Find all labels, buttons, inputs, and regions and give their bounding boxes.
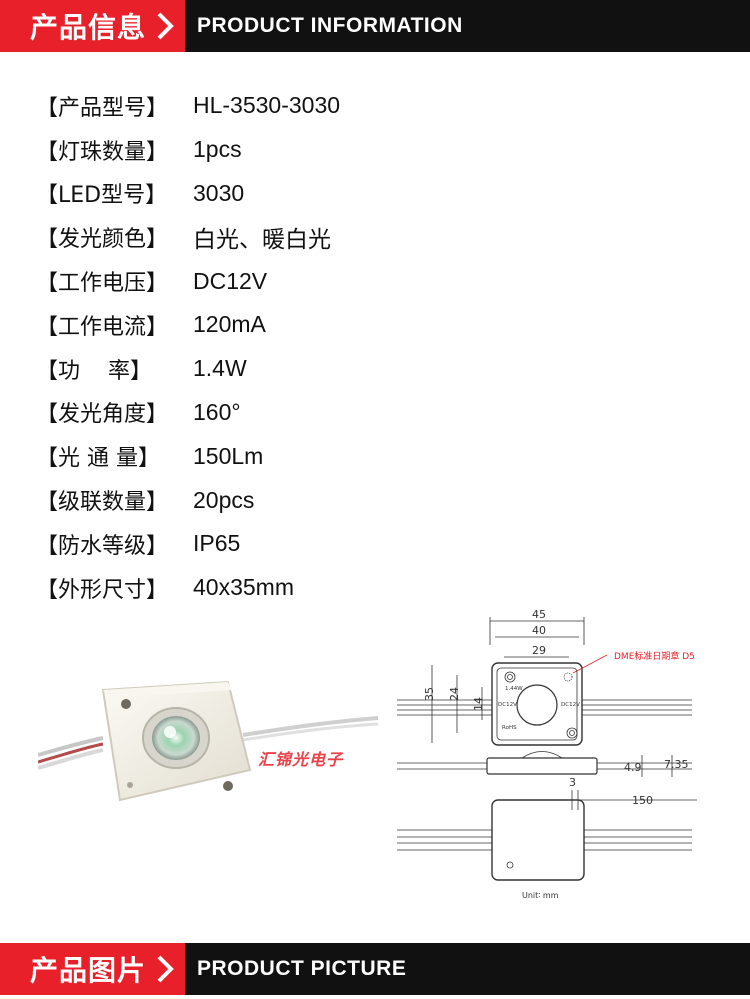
dim-14: 14 bbox=[472, 697, 485, 711]
module-mark: DC12V bbox=[498, 702, 517, 708]
footer-en-title: PRODUCT PICTURE bbox=[197, 957, 407, 980]
spec-row: 【发光颜色】白光、暖白光 bbox=[36, 215, 340, 259]
module-mark: RoHS bbox=[502, 725, 517, 731]
spec-value: 20pcs bbox=[193, 486, 255, 513]
spec-label: 【产品型号】 bbox=[36, 95, 169, 121]
spec-value: 160° bbox=[193, 398, 241, 425]
spec-label: 【功 率】 bbox=[36, 358, 152, 384]
product-photo bbox=[38, 680, 378, 802]
module-mark: DC12V bbox=[561, 702, 580, 708]
dimension-drawing: 45 40 29 35 24 14 4.9 7.35 3 150 DME标准日期… bbox=[397, 608, 697, 900]
chevron-right-icon bbox=[157, 12, 174, 40]
spec-label: 【发光颜色】 bbox=[36, 227, 169, 253]
spec-value: 150Lm bbox=[193, 442, 264, 469]
spec-row: 【LED型号】 3030 bbox=[36, 172, 340, 216]
spec-value: 1pcs bbox=[193, 136, 242, 163]
spec-row: 【级联数量】 20pcs bbox=[36, 478, 340, 522]
spec-label: 【工作电流】 bbox=[36, 314, 169, 340]
dim-35: 35 bbox=[423, 687, 436, 701]
spec-label: 【灯珠数量】 bbox=[36, 139, 169, 165]
spec-row: 【防水等级】 IP65 bbox=[36, 522, 340, 566]
unit-label: Unit∶ mm bbox=[522, 891, 559, 900]
dim-7-35: 7.35 bbox=[664, 758, 689, 771]
header-en-title: PRODUCT INFORMATION bbox=[197, 14, 463, 37]
footer-red-block: 产品图片 bbox=[0, 943, 185, 995]
spec-row: 【功 率】 1.4W bbox=[36, 347, 340, 391]
spec-value: 40x35mm bbox=[193, 574, 294, 601]
watermark-text: 汇锦光电子 bbox=[258, 750, 344, 769]
dim-45: 45 bbox=[532, 608, 546, 621]
spec-value: IP65 bbox=[193, 530, 241, 557]
spec-row: 【光 通 量】 150Lm bbox=[36, 434, 340, 478]
spec-row: 【工作电压】 DC12V bbox=[36, 259, 340, 303]
dim-4-9: 4.9 bbox=[624, 761, 642, 774]
spec-row: 【产品型号】 HL-3530-3030 bbox=[36, 84, 340, 128]
spec-row: 【灯珠数量】 1pcs bbox=[36, 128, 340, 172]
header-cn-title: 产品信息 bbox=[30, 11, 147, 44]
dim-24: 24 bbox=[448, 687, 461, 701]
footer-dark-block: PRODUCT PICTURE bbox=[185, 943, 750, 995]
footer-cn-title: 产品图片 bbox=[30, 954, 147, 987]
module-mark: 1.44W bbox=[505, 686, 523, 692]
spec-row: 【工作电流】 120mA bbox=[36, 303, 340, 347]
spec-value: 白光、暖白光 bbox=[193, 226, 331, 253]
spec-value: 3030 bbox=[193, 179, 245, 206]
chevron-right-icon bbox=[157, 955, 174, 983]
spec-value: 1.4W bbox=[193, 355, 247, 382]
date-stamp-callout: DME标准日期章 D5 bbox=[614, 650, 695, 662]
spec-label: 【外形尺寸】 bbox=[36, 577, 169, 603]
header-red-block: 产品信息 bbox=[0, 0, 185, 52]
spec-label: 【LED型号】 bbox=[36, 183, 168, 209]
spec-label: 【光 通 量】 bbox=[36, 446, 160, 472]
spec-row: 【发光角度】 160° bbox=[36, 391, 340, 435]
spec-list: 【产品型号】 HL-3530-3030 【灯珠数量】 1pcs 【LED型号】 303… bbox=[36, 84, 340, 610]
dim-3: 3 bbox=[569, 776, 576, 789]
dim-150: 150 bbox=[632, 794, 653, 807]
spec-value: 120mA bbox=[193, 311, 266, 338]
spec-label: 【工作电压】 bbox=[36, 271, 169, 297]
spec-row: 【外形尺寸】 40x35mm bbox=[36, 566, 340, 610]
spec-value: HL-3530-3030 bbox=[193, 92, 341, 119]
spec-label: 【发光角度】 bbox=[36, 402, 169, 428]
spec-value: DC12V bbox=[193, 267, 268, 294]
spec-label: 【防水等级】 bbox=[36, 533, 169, 559]
footer-banner: 产品图片 PRODUCT PICTURE bbox=[0, 943, 750, 995]
dim-40: 40 bbox=[532, 624, 546, 637]
dim-29: 29 bbox=[532, 644, 546, 657]
spec-label: 【级联数量】 bbox=[36, 490, 169, 516]
header-dark-block: PRODUCT INFORMATION bbox=[185, 0, 750, 52]
header-banner: 产品信息 PRODUCT INFORMATION bbox=[0, 0, 750, 52]
